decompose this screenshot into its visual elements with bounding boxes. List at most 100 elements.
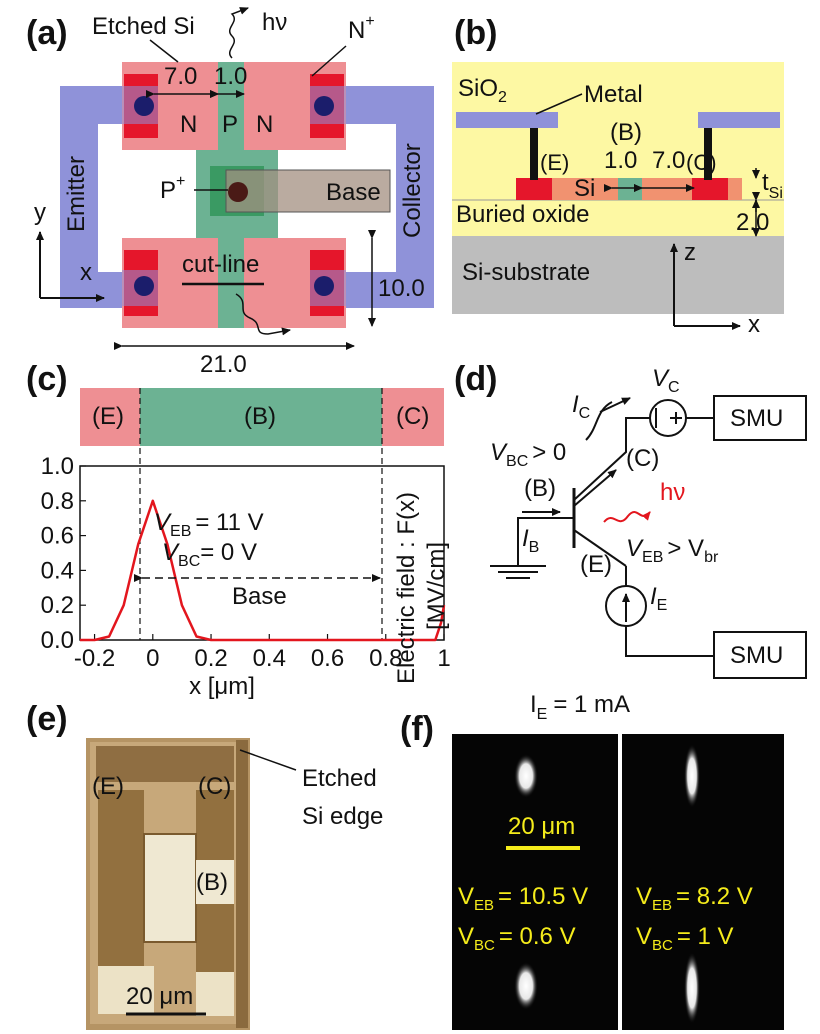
panel-c-label: (c) xyxy=(26,360,68,398)
b-node-label: (B) xyxy=(610,119,642,146)
bottom-pad-light-left xyxy=(98,966,154,1014)
collector-label: Collector xyxy=(399,143,426,238)
axis-x-label-b: x xyxy=(748,311,760,338)
x-tick-label: 0.8 xyxy=(369,645,402,672)
metal-right xyxy=(698,112,780,128)
panel-b-label: (b) xyxy=(454,14,497,52)
spot-left-bottom xyxy=(514,962,538,1010)
bottom-pad-light-right xyxy=(196,972,234,1016)
collector-pad-bottom xyxy=(196,904,234,974)
vc-label: VC xyxy=(652,365,680,396)
ic-arrow xyxy=(599,397,631,413)
si-emitter-contact xyxy=(516,178,552,200)
y-tick-label: 1.0 xyxy=(41,453,74,480)
via-right xyxy=(704,128,712,180)
y-tick-label: 0.6 xyxy=(41,523,74,550)
dim-1-label: 1.0 xyxy=(214,63,247,90)
e-node-label-d: (E) xyxy=(580,551,612,578)
n-right-label: N xyxy=(256,111,273,138)
n-left-label: N xyxy=(180,111,197,138)
region-e-label: (E) xyxy=(92,403,124,430)
x-tick-label: 0.6 xyxy=(311,645,344,672)
dim-10-label: 10.0 xyxy=(378,275,425,302)
ic-curve xyxy=(585,401,613,441)
wire-collector xyxy=(573,417,650,501)
region-b-bar xyxy=(140,388,382,446)
dim-1-label-b: 1.0 xyxy=(604,147,637,174)
photon-wave-d xyxy=(603,511,651,523)
scale-label-e: 20 μm xyxy=(126,983,193,1010)
panel-a: (a) Etched Si hν N+ 7.0 xyxy=(26,7,434,378)
via-bl xyxy=(134,276,154,296)
x-tick-label: -0.2 xyxy=(74,645,115,672)
left-veb-label: VEB= 10.5 V xyxy=(458,883,588,914)
hv-label-a: hν xyxy=(262,9,287,36)
etched-edge-strip xyxy=(236,740,248,1028)
series-line xyxy=(80,499,446,642)
y-tick-label: 0.0 xyxy=(41,627,74,654)
spot-right-top xyxy=(684,744,700,808)
base-finger xyxy=(196,860,234,904)
p-label: P xyxy=(222,111,238,138)
smu-bottom-label: SMU xyxy=(730,642,783,669)
spot-left-top xyxy=(514,754,538,798)
em-image-right xyxy=(622,734,784,1030)
substrate-label: Si-substrate xyxy=(462,259,590,286)
axis-y-label: y xyxy=(34,199,46,226)
veb-annotation: VEB= 11 V xyxy=(154,509,264,540)
metal-leader xyxy=(535,93,583,115)
spot-right-bottom xyxy=(684,952,700,1024)
etched-si-leader xyxy=(149,39,179,63)
bjt-collector-leg xyxy=(573,469,617,507)
pplus-label: P+ xyxy=(160,173,185,204)
p-strip-top xyxy=(218,62,244,150)
etched-edge-line1: Etched xyxy=(302,765,377,792)
y-tick-label: 0.2 xyxy=(41,592,74,619)
bjt-emitter-leg xyxy=(573,529,627,567)
c-node-label-b: (C) xyxy=(686,150,717,175)
b-node-label-e: (B) xyxy=(196,869,228,896)
region-c-bar xyxy=(382,388,444,446)
x-tick-label: 0.2 xyxy=(194,645,227,672)
region-e-bar xyxy=(80,388,140,446)
emitter-label: Emitter xyxy=(63,156,90,232)
smu-bottom xyxy=(713,631,807,679)
etched-edge-leader xyxy=(239,749,297,771)
e-node-label-b: (E) xyxy=(540,150,569,175)
y-tick-label: 0.8 xyxy=(41,488,74,515)
base-label-a: Base xyxy=(326,179,381,206)
collector-pad-top xyxy=(196,790,234,860)
panel-f-label: (f) xyxy=(400,710,434,748)
panel-d: (d) VC SMU IC VBC> 0 (C) (B) IB hν VEB> … xyxy=(454,360,807,679)
region-c-label: (C) xyxy=(396,403,429,430)
base-metal xyxy=(225,169,391,213)
emitter-metal xyxy=(60,86,122,308)
panel-d-label: (d) xyxy=(454,360,497,398)
tsi-label: tSi xyxy=(762,169,783,202)
ylabel-line1: Electric field : F(x) xyxy=(393,492,420,684)
right-veb-label: VEB= 8.2 V xyxy=(636,883,753,914)
dim-7-label-b: 7.0 xyxy=(652,147,685,174)
via-base xyxy=(228,182,248,202)
substrate-layer xyxy=(452,236,784,314)
cut-line-label: cut-line xyxy=(182,251,259,278)
etched-edge-line2: Si edge xyxy=(302,803,383,830)
via-br xyxy=(314,276,334,296)
chart-frame xyxy=(79,465,445,641)
scale-label-f: 20 μm xyxy=(508,813,575,840)
panel-f: (f) IE= 1 mA 20 μm VEB= 10.5 V VBC= 0.6 … xyxy=(400,691,784,1030)
hv-label-d: hν xyxy=(660,479,685,506)
sio2-label: SiO2 xyxy=(458,75,507,106)
si-base xyxy=(618,178,642,200)
buried-oxide-label: Buried oxide xyxy=(456,201,589,228)
panel-e: (e) (E) (C) (B) Etched Si edge 20 μm xyxy=(26,700,383,1030)
smu-top xyxy=(713,395,807,441)
base-pad xyxy=(143,833,197,943)
vbc-cond-label: VBC> 0 xyxy=(490,439,566,470)
c-node-label-e: (C) xyxy=(198,773,231,800)
etched-si-label: Etched Si xyxy=(92,13,195,40)
axis-x-label: x xyxy=(80,259,92,286)
